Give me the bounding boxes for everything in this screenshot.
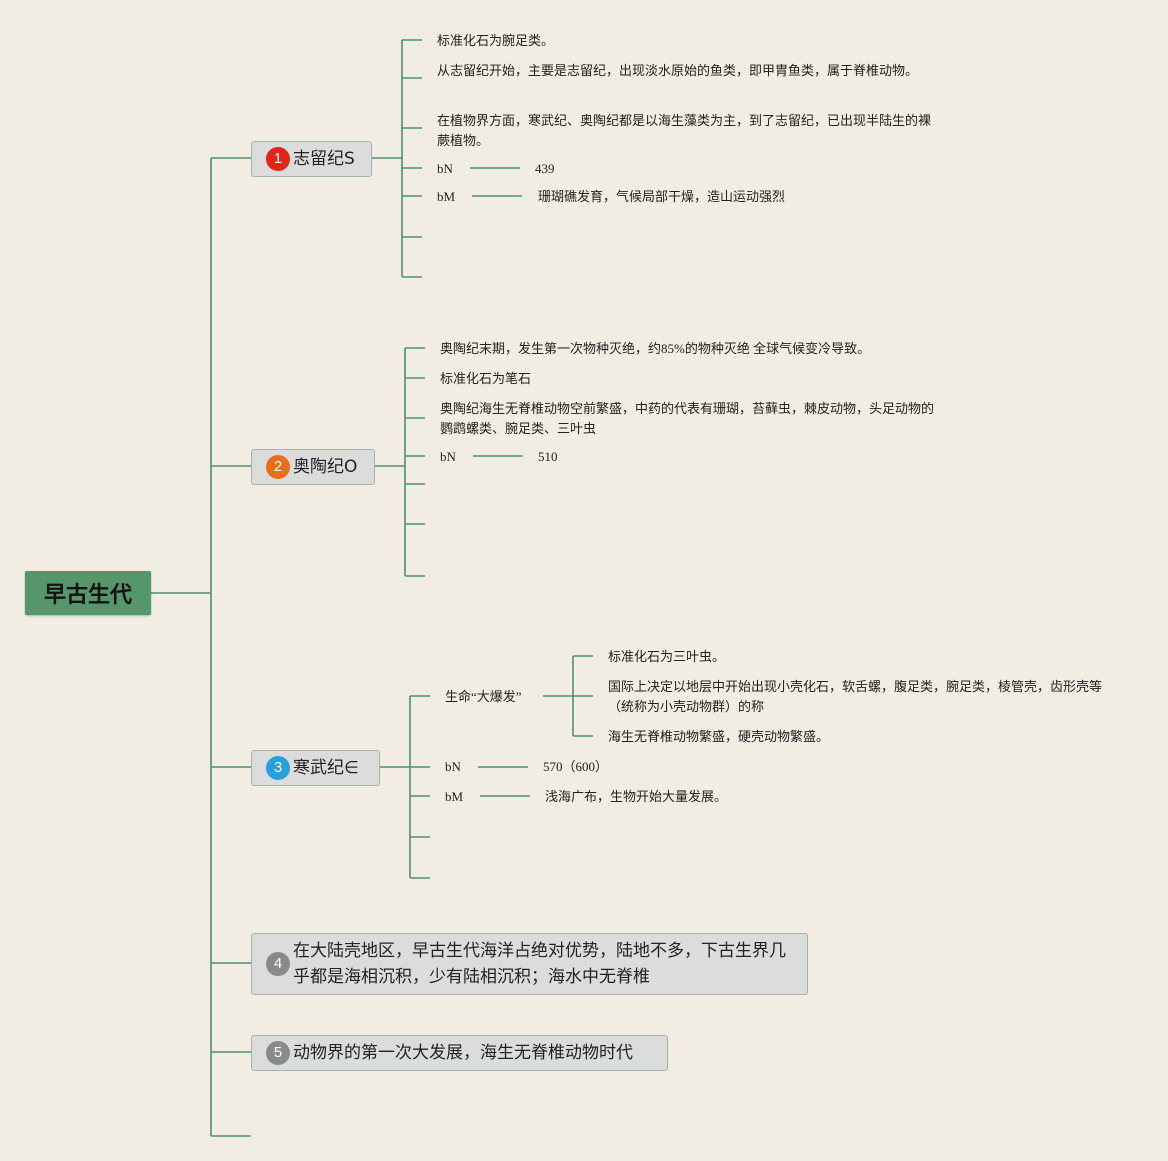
subtopic[interactable]: 海生无脊椎动物繁盛，硬壳动物繁盛。 — [608, 729, 830, 744]
subtopic-label[interactable]: bN — [440, 449, 456, 464]
topic-label: 寒武纪∈ — [293, 758, 359, 778]
subtopic-value[interactable]: 439 — [535, 161, 555, 176]
topic-label: 奥陶纪O — [293, 457, 358, 477]
topic-label: 在大陆壳地区，早古生代海洋占绝对优势，陆地不多，下古生界几乎都是海相沉积，少有陆… — [293, 941, 786, 987]
topic-animal-development[interactable]: 5 动物界的第一次大发展，海生无脊椎动物时代 — [251, 1035, 668, 1071]
subtopic-label[interactable]: bN — [437, 161, 453, 176]
root-topic[interactable]: 早古生代 — [25, 571, 151, 615]
subtopic[interactable]: 国际上决定以地层中开始出现小壳化石，软舌螺，腹足类，腕足类，棱管壳，齿形壳等（统… — [608, 679, 1103, 714]
number-4-icon: 4 — [266, 952, 290, 976]
subtopic-value[interactable]: 珊瑚礁发育，气候局部干燥，造山运动强烈 — [538, 189, 786, 204]
topic-label: 动物界的第一次大发展，海生无脊椎动物时代 — [293, 1043, 633, 1063]
subtopic-value[interactable]: 570（600） — [543, 759, 609, 774]
subtopic[interactable]: 奥陶纪海生无脊椎动物空前繁盛，中药的代表有珊瑚，苔藓虫，棘皮动物，头足动物的鹦鹉… — [440, 401, 935, 436]
subtopic-value[interactable]: 510 — [538, 449, 558, 464]
subtopic[interactable]: 在植物界方面，寒武纪、奥陶纪都是以海生藻类为主，到了志留纪，已出现半陆生的裸蕨植… — [437, 113, 932, 148]
number-1-icon: 1 — [266, 147, 290, 171]
subtopic-value[interactable]: 浅海广布，生物开始大量发展。 — [545, 789, 728, 804]
subtopic-label[interactable]: bM — [437, 189, 456, 204]
topic-continental-crust[interactable]: 4 在大陆壳地区，早古生代海洋占绝对优势，陆地不多，下古生界几乎都是海相沉积，少… — [251, 933, 808, 995]
subtopic[interactable]: 标准化石为三叶虫。 — [608, 649, 726, 664]
subtopic-label[interactable]: bN — [445, 759, 461, 774]
root-label: 早古生代 — [43, 583, 132, 608]
number-2-icon: 2 — [266, 455, 290, 479]
subtopic[interactable]: 从志留纪开始，主要是志留纪，出现淡水原始的鱼类，即甲胄鱼类，属于脊椎动物。 — [437, 63, 919, 78]
topic-cambrian[interactable]: 3 寒武纪∈ — [251, 750, 380, 786]
subtopic[interactable]: 生命“大爆发” — [445, 689, 522, 704]
topic-label: 志留纪S — [293, 149, 355, 169]
subtopic[interactable]: 标准化石为笔石 — [440, 371, 532, 386]
topic-ordovician[interactable]: 2 奥陶纪O — [251, 449, 375, 485]
subtopic-label[interactable]: bM — [445, 789, 464, 804]
subtopic[interactable]: 标准化石为腕足类。 — [437, 33, 555, 48]
subtopic[interactable]: 奥陶纪末期，发生第一次物种灭绝，约85%的物种灭绝 全球气候变冷导致。 — [440, 341, 871, 356]
topic-silurian[interactable]: 1 志留纪S — [251, 141, 372, 177]
number-3-icon: 3 — [266, 756, 290, 780]
number-5-icon: 5 — [266, 1041, 290, 1065]
